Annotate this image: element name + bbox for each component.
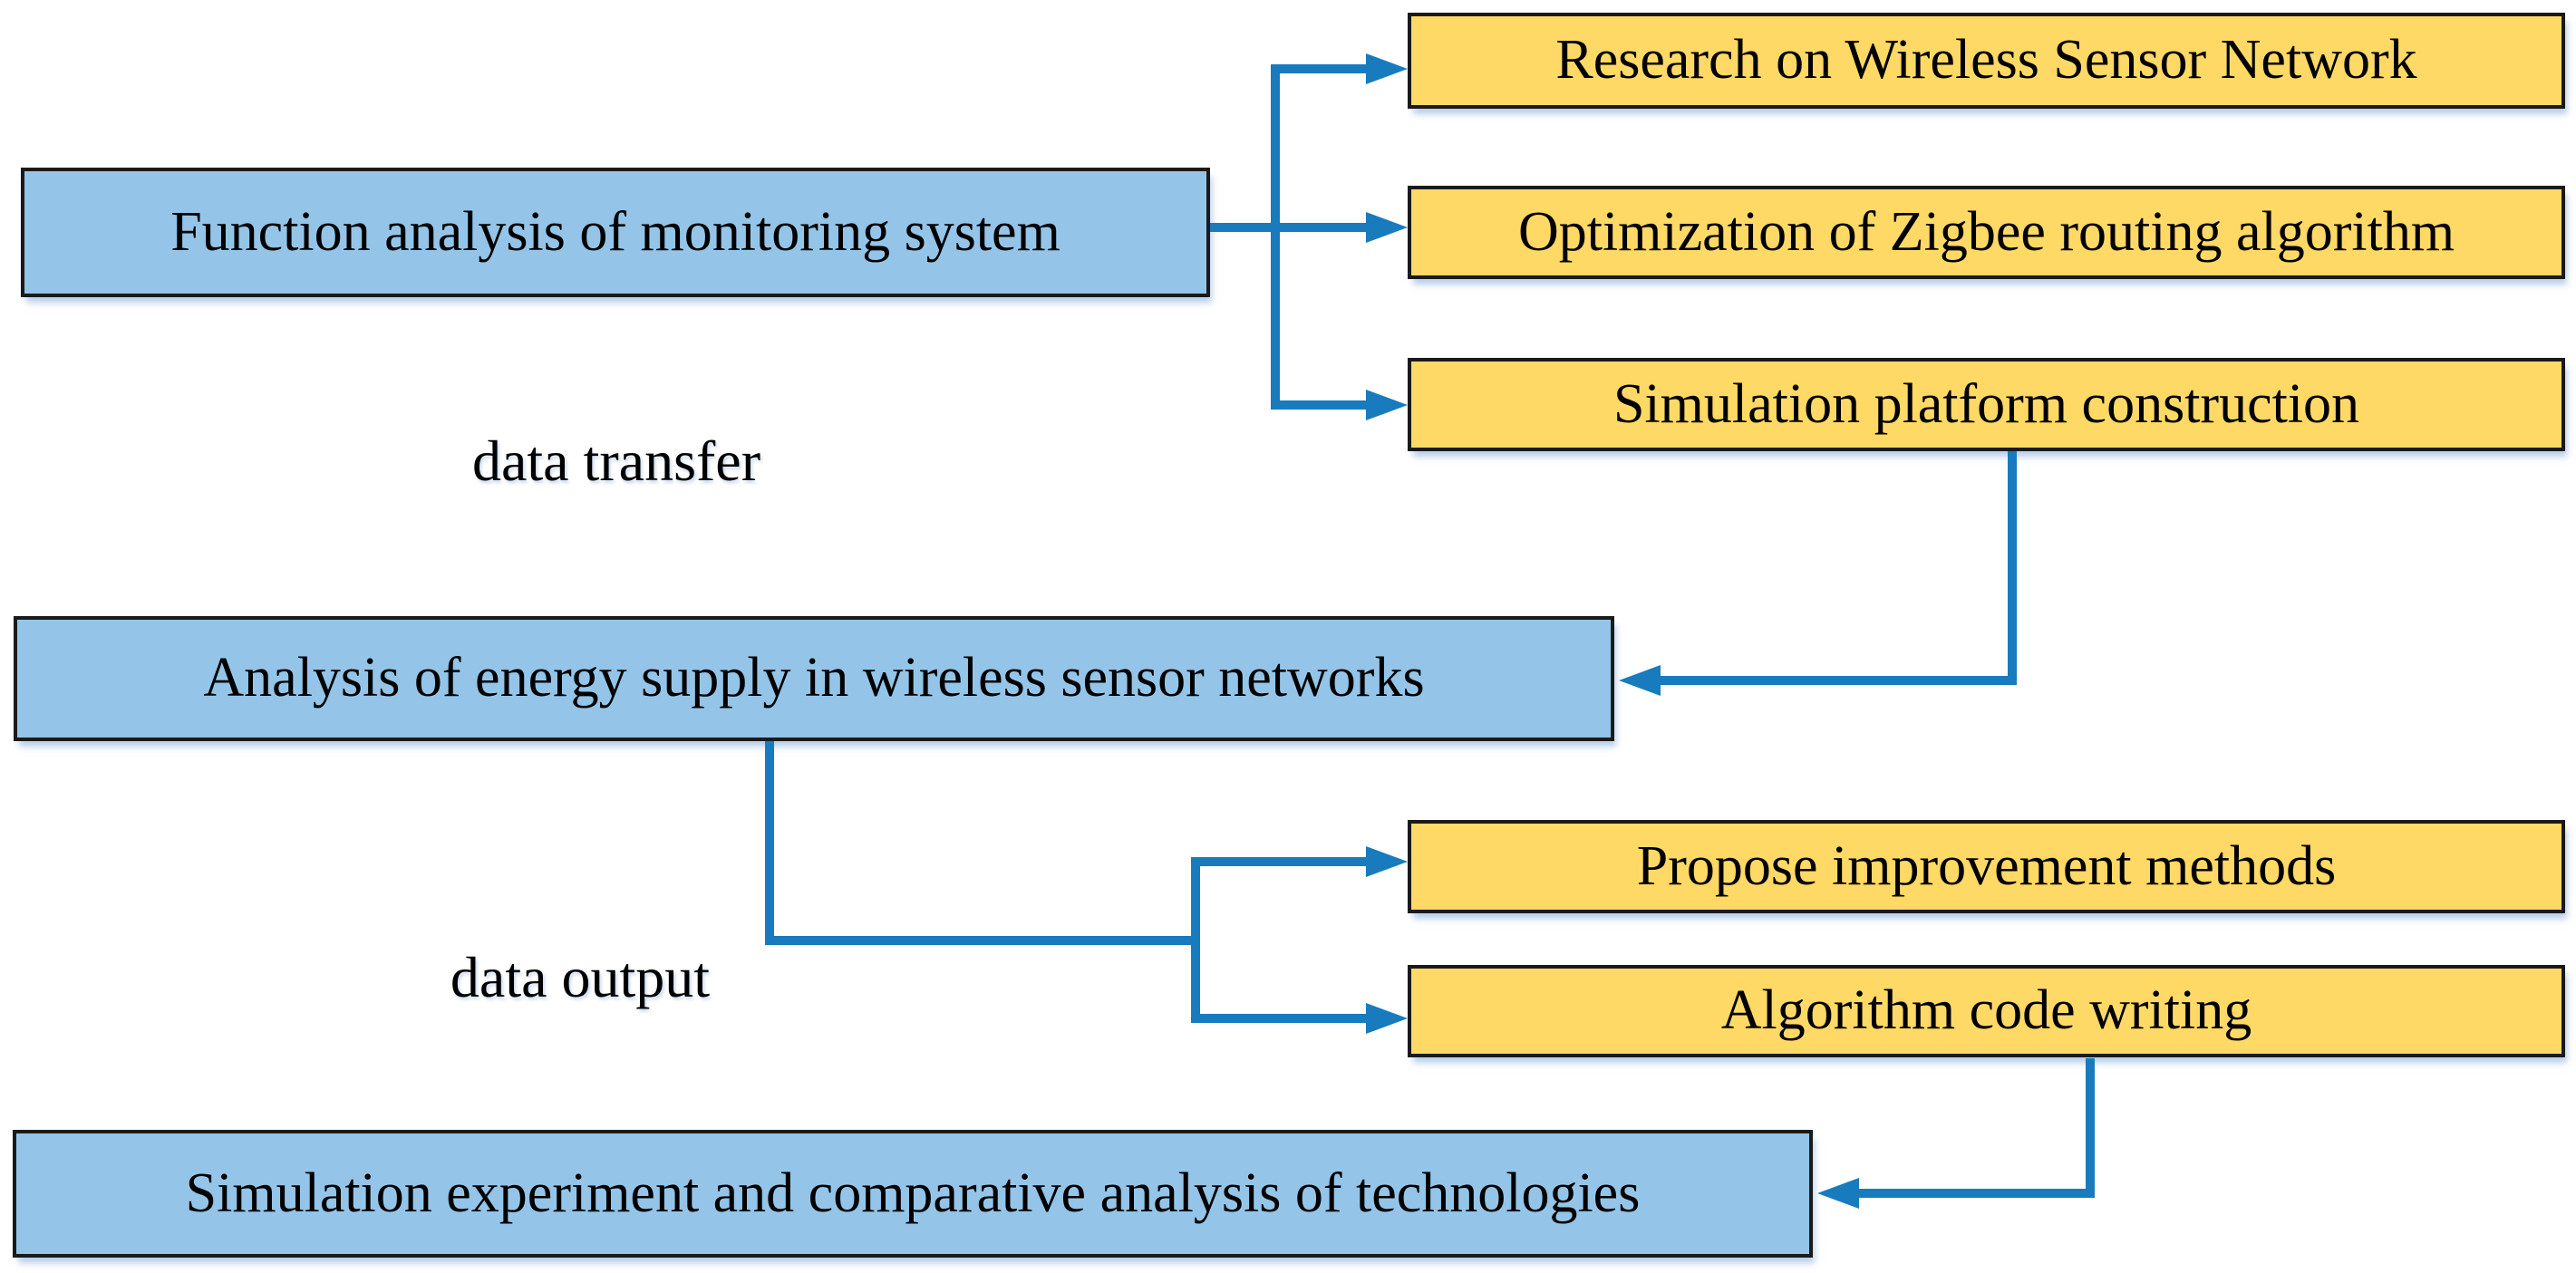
node-simulation-experiment: Simulation experiment and comparative an… [13, 1130, 1813, 1258]
connector-algorithm-left [1859, 1189, 2095, 1198]
connector-output-vertical [1191, 857, 1200, 1023]
arrowhead-simplatform-icon [1366, 390, 1408, 420]
node-function-analysis: Function analysis of monitoring system [21, 168, 1210, 297]
connector-energy-right [765, 936, 1200, 945]
connector-branch-zigbee [1280, 223, 1368, 232]
arrowhead-zigbee-icon [1366, 212, 1408, 243]
connector-branch-vertical-top [1271, 64, 1280, 410]
node-algorithm-code: Algorithm code writing [1408, 965, 2565, 1057]
node-simulation-platform: Simulation platform construction [1408, 358, 2565, 451]
arrowhead-research-icon [1366, 53, 1408, 84]
arrowhead-propose-icon [1366, 846, 1408, 877]
connector-branch-research [1271, 64, 1368, 73]
label-data-transfer: data transfer [471, 429, 761, 493]
node-propose-methods: Propose improvement methods [1408, 820, 2565, 913]
label-data-output: data output [450, 945, 711, 1009]
connector-branch-algorithm [1191, 1014, 1368, 1023]
arrowhead-algorithm-icon [1366, 1003, 1408, 1034]
connector-function-stub [1210, 223, 1280, 232]
arrowhead-simexperiment-icon [1817, 1178, 1859, 1209]
connector-algorithm-down [2086, 1058, 2095, 1198]
node-energy-analysis: Analysis of energy supply in wireless se… [14, 616, 1614, 741]
connector-branch-simplatform [1271, 400, 1368, 410]
connector-simplatform-down [2008, 451, 2017, 685]
arrowhead-energy-icon [1619, 665, 1661, 696]
node-zigbee-optimization: Optimization of Zigbee routing algorithm [1408, 186, 2565, 279]
node-research-wsn: Research on Wireless Sensor Network [1408, 13, 2565, 109]
connector-energy-down [765, 741, 774, 945]
connector-branch-propose [1191, 857, 1368, 866]
connector-simplatform-left [1659, 676, 2017, 685]
